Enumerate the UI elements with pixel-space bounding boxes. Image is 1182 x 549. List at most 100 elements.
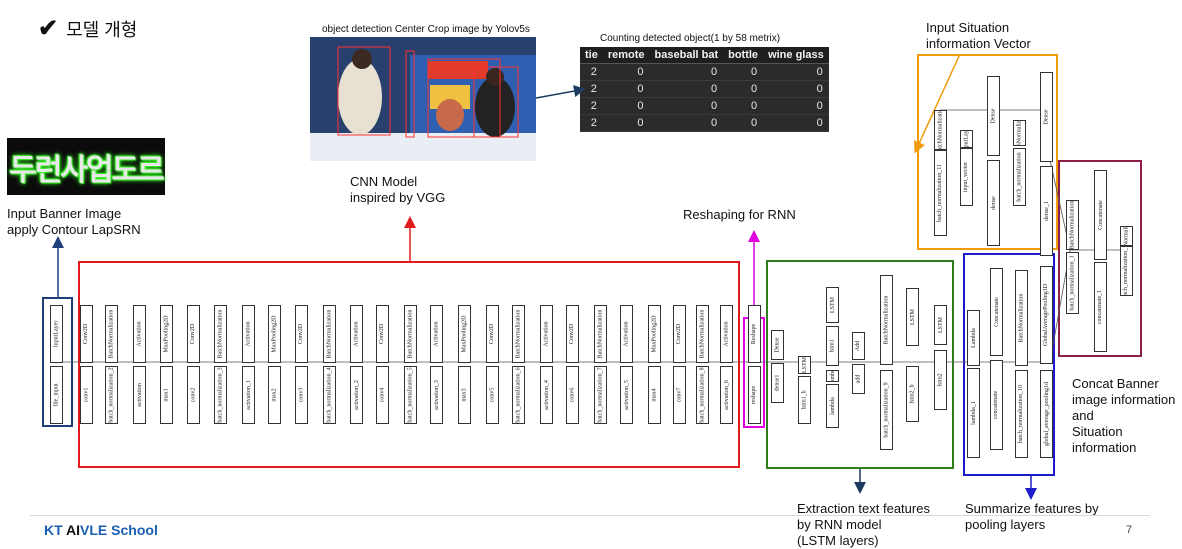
layer-block: dense1 (771, 363, 784, 403)
layer-label: activation (136, 383, 143, 407)
layer-block: batch_normalization_8 (696, 366, 709, 424)
table-cell: 2 (580, 63, 603, 81)
layer-block: file_input (50, 366, 63, 424)
layer-label: BatchNormalization (515, 309, 522, 359)
layer-label: Conv2D (83, 323, 90, 345)
layer-label: conv4 (379, 387, 386, 403)
layer-block: max2 (268, 366, 281, 424)
layer-label: reshape (751, 385, 758, 405)
layer-block: activation_5 (620, 366, 633, 424)
table-cell: 0 (763, 97, 829, 115)
count-table: tie remote baseball bat bottle wine glas… (580, 47, 829, 132)
layer-block: max4 (648, 366, 661, 424)
detection-photo (310, 37, 536, 161)
layer-block: Activation (620, 305, 633, 363)
count-header: bottle (723, 47, 764, 64)
brand-rest: VLE School (80, 522, 158, 538)
layer-block: Conv2D (486, 305, 499, 363)
layer-label: global_average_pooling1d (1043, 382, 1050, 446)
table-cell: 0 (723, 114, 764, 132)
layer-block: BatchNormalization (105, 305, 118, 363)
layer-label: conv3 (298, 387, 305, 403)
layer-block: Dense (1040, 72, 1053, 162)
layer-label: BatchNormalization (108, 309, 115, 359)
layer-label: Conv2D (190, 323, 197, 345)
table-cell: 0 (763, 114, 829, 132)
layer-label: max1 (163, 388, 170, 402)
layer-block: batch_normalization_5 (404, 366, 417, 424)
layer-label: activation_4 (543, 380, 550, 410)
layer-label: batch_normalization_5 (407, 367, 414, 423)
layer-label: batch_normalization_9 (883, 382, 890, 438)
input-banner-caption: Input Banner Image apply Contour LapSRN (7, 206, 141, 237)
layer-block: activation_1 (242, 366, 255, 424)
layer-label: BatchNormalization (1018, 293, 1025, 343)
layer-block: Activation (242, 305, 255, 363)
layer-block: LSTM (906, 288, 919, 346)
layer-block: Conv2D (376, 305, 389, 363)
layer-label: MaxPooling2D (163, 315, 170, 353)
layer-block: batch_normalization_10 (1015, 370, 1028, 458)
layer-label: batch_normalization_4 (326, 367, 333, 423)
layer-label: Lambda (829, 370, 836, 382)
layer-block: Activation (720, 305, 733, 363)
layer-block: batch_normalization_7 (594, 366, 607, 424)
layer-label: conv2 (190, 387, 197, 403)
layer-label: BatchNormalization (217, 309, 224, 359)
slide-title-text: 모델 개형 (66, 20, 138, 40)
layer-label: batch_normalization (1016, 152, 1023, 202)
table-cell: 0 (649, 80, 724, 98)
layer-label: BatchNormalization (883, 295, 890, 345)
layer-block: conv2 (187, 366, 200, 424)
layer-block: activation (133, 366, 146, 424)
count-header: remote (602, 47, 650, 64)
layer-block: batch_normalization_6 (512, 366, 525, 424)
layer-block: activation_3 (430, 366, 443, 424)
layer-block: concatenate_1 (1094, 262, 1107, 352)
layer-label: batch_normalization_10 (1018, 384, 1025, 444)
layer-block: activation_2 (350, 366, 363, 424)
layer-label: batch_normalization_6 (515, 367, 522, 423)
layer-label: LSTM (909, 308, 916, 326)
layer-label: Add (855, 340, 862, 352)
layer-block: InputLayer (50, 305, 63, 363)
layer-block: activation_4 (540, 366, 553, 424)
layer-block: batch_normalization_3 (214, 366, 227, 424)
table-row: 2 0 0 0 0 (580, 97, 829, 115)
layer-block: conv5 (486, 366, 499, 424)
layer-label: activation_1 (245, 380, 252, 410)
layer-label: conv6 (569, 387, 576, 403)
layer-block: reshape (748, 366, 761, 424)
layer-block: conv3 (295, 366, 308, 424)
layer-block: BatchNormalization (1120, 226, 1133, 246)
layer-label: BatchNormalization (1016, 120, 1023, 146)
layer-label: activation_5 (623, 380, 630, 410)
counting-caption: Counting detected object(1 by 58 metrix) (600, 33, 781, 44)
layer-block: conv4 (376, 366, 389, 424)
layer-label: Activation (623, 321, 630, 347)
layer-label: dense_1 (1043, 201, 1050, 221)
table-cell: 0 (763, 63, 829, 81)
layer-block: MaxPooling2D (648, 305, 661, 363)
layer-label: BatchNormalization (1069, 200, 1076, 250)
table-cell: 0 (723, 63, 764, 81)
table-cell: 0 (602, 63, 650, 81)
layer-label: InputLayer (963, 130, 970, 148)
table-row: 2 0 0 0 0 (580, 80, 829, 98)
layer-block: Lambda (967, 310, 980, 366)
layer-block: batch_normalization_12 (1120, 246, 1133, 296)
layer-block: add (852, 364, 865, 394)
table-cell: 0 (602, 80, 650, 98)
layer-block: Lambda (826, 370, 839, 382)
layer-label: Activation (433, 321, 440, 347)
layer-label: Dense (990, 108, 997, 124)
layer-label: GlobalAveragePooling1D (1043, 283, 1050, 347)
layer-block: Reshape (748, 305, 761, 363)
extraction-caption: Extraction text features by RNN model (L… (797, 501, 930, 548)
layer-label: MaxPooling2D (461, 315, 468, 353)
table-cell: 0 (602, 97, 650, 115)
layer-block: Activation (430, 305, 443, 363)
layer-block: MaxPooling2D (268, 305, 281, 363)
pooling-group-box (963, 253, 1055, 476)
layer-label: Conv2D (676, 323, 683, 345)
